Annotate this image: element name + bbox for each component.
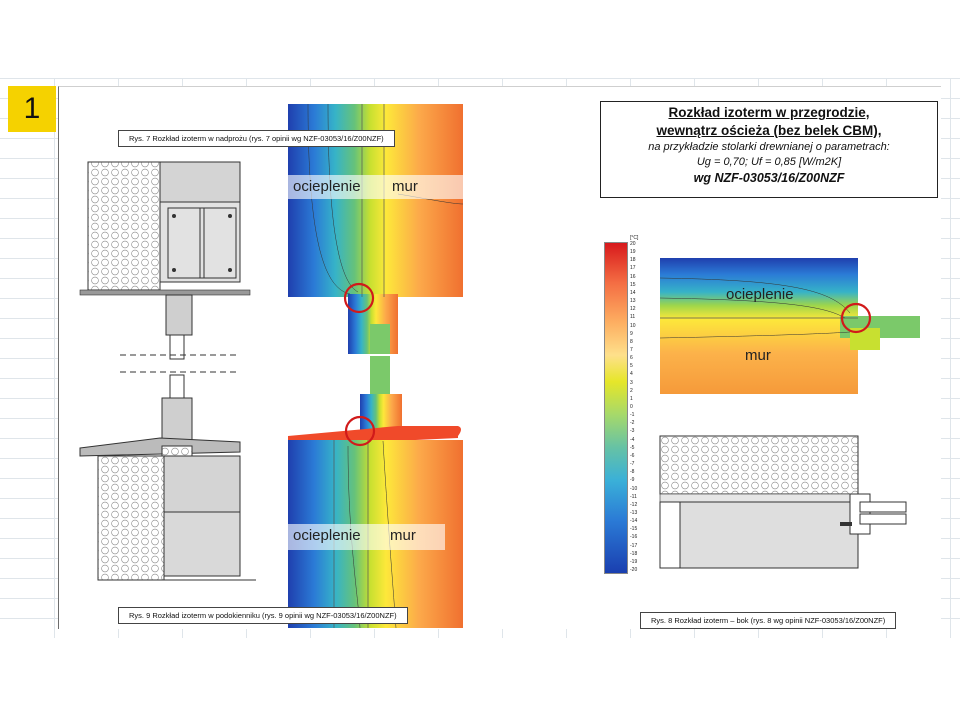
scale-tick: -17 <box>630 542 638 549</box>
label-wall-side: mur <box>745 347 771 364</box>
label-insulation-bottom: ocieplenie <box>293 527 361 544</box>
scale-tick: 9 <box>630 330 633 337</box>
temperature-scale-bar <box>604 242 628 574</box>
scale-tick: -10 <box>630 485 638 492</box>
scale-tick: -1 <box>630 412 635 419</box>
label-insulation-top: ocieplenie <box>293 178 361 195</box>
section-drawing <box>79 161 256 581</box>
scale-tick: -3 <box>630 428 635 435</box>
caption-fig7: Rys. 7 Rozkład izoterm w nadprożu (rys. … <box>118 130 395 147</box>
title-line-1: Rozkład izoterm w przegrodzie, <box>668 105 870 120</box>
title-line-5: wg NZF-03053/16/Z00NZF <box>693 171 845 185</box>
scale-tick: -9 <box>630 477 635 484</box>
scale-tick: 3 <box>630 379 633 386</box>
scale-tick: -7 <box>630 461 635 468</box>
label-insulation-side: ocieplenie <box>726 286 794 303</box>
label-wall-top: mur <box>392 178 418 195</box>
scale-tick: 18 <box>630 257 636 264</box>
scale-tick: 6 <box>630 355 633 362</box>
scale-tick: 16 <box>630 273 636 280</box>
label-wall-bottom: mur <box>390 527 416 544</box>
scale-unit: [°C] <box>630 235 639 241</box>
scale-tick: -14 <box>630 518 638 525</box>
scale-tick: -12 <box>630 501 638 508</box>
caption-fig9: Rys. 9 Rozkład izoterm w podokienniku (r… <box>118 607 408 624</box>
scale-tick: -18 <box>630 550 638 557</box>
scale-tick: 20 <box>630 241 636 247</box>
thermal-bridge-marker-top <box>343 282 375 314</box>
scale-tick: -8 <box>630 469 635 476</box>
side-section-drawing <box>659 435 907 569</box>
caption-fig8: Rys. 8 Rozkład izoterm – bok (rys. 8 wg … <box>640 612 897 629</box>
label-band-top <box>288 175 463 199</box>
scale-tick: -4 <box>630 436 635 443</box>
scale-tick: -11 <box>630 493 637 500</box>
scale-tick: -19 <box>630 558 638 565</box>
scale-tick: -2 <box>630 420 635 427</box>
title-line-3: na przykładzie stolarki drewnianej o par… <box>648 141 890 153</box>
scale-tick: 17 <box>630 265 636 272</box>
scale-tick: 2 <box>630 387 633 394</box>
label-band-bottom <box>288 524 445 550</box>
scale-tick: 1 <box>630 395 633 402</box>
scale-tick: 0 <box>630 404 633 410</box>
scale-tick: 10 <box>630 322 636 329</box>
slide-number-badge: 1 <box>8 86 56 132</box>
scale-tick: -20 <box>630 567 638 573</box>
thermal-map-sill <box>288 356 463 629</box>
scale-tick: 13 <box>630 298 636 305</box>
scale-tick: 15 <box>630 281 636 288</box>
scale-tick: -13 <box>630 509 638 516</box>
title-line-2: wewnątrz ościeża (bez belek CBM), <box>656 123 882 138</box>
title-box: Rozkład izoterm w przegrodzie, wewnątrz … <box>600 101 938 198</box>
scale-tick: 19 <box>630 249 636 256</box>
scale-tick: -6 <box>630 452 635 459</box>
thermal-map-side <box>659 258 920 394</box>
scale-tick: 14 <box>630 289 636 296</box>
scale-tick: -16 <box>630 534 638 541</box>
scale-tick: 12 <box>630 306 636 313</box>
scale-tick: -5 <box>630 444 635 451</box>
scale-tick: 5 <box>630 363 633 370</box>
scale-tick: 4 <box>630 371 633 378</box>
scale-tick: 8 <box>630 338 633 345</box>
title-line-4: Ug = 0,70; Uf = 0,85 [W/m2K] <box>696 156 842 168</box>
scale-tick: 11 <box>630 314 636 321</box>
scale-tick: 7 <box>630 346 633 353</box>
thermal-bridge-marker-side <box>840 302 872 334</box>
scale-tick: -15 <box>630 526 638 533</box>
thermal-bridge-marker-bottom <box>344 415 376 447</box>
